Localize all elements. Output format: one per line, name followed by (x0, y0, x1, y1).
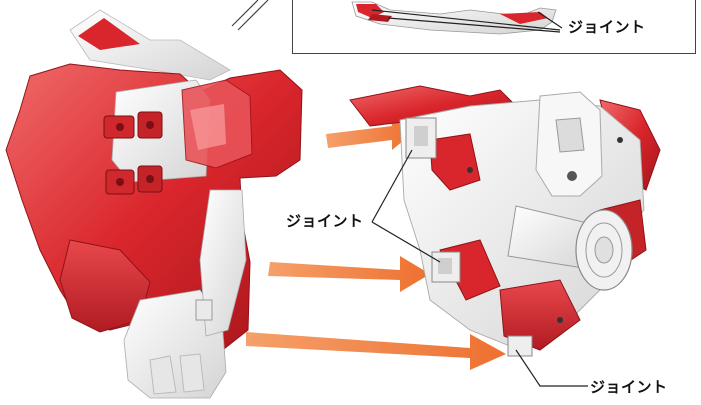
right-white-part (349, 85, 661, 357)
middle-joint-label: ジョイント (286, 212, 364, 230)
inset-part-illustration (351, 1, 557, 35)
inset-pointer-lines (231, 0, 269, 31)
joint-leader-lines (371, 149, 588, 387)
left-red-part (5, 9, 303, 399)
inset-joint-label: ジョイント (568, 18, 646, 36)
bottom-joint-label: ジョイント (590, 378, 668, 396)
inset-leader-lines (371, 9, 563, 33)
lower-joint-socket (507, 335, 533, 357)
